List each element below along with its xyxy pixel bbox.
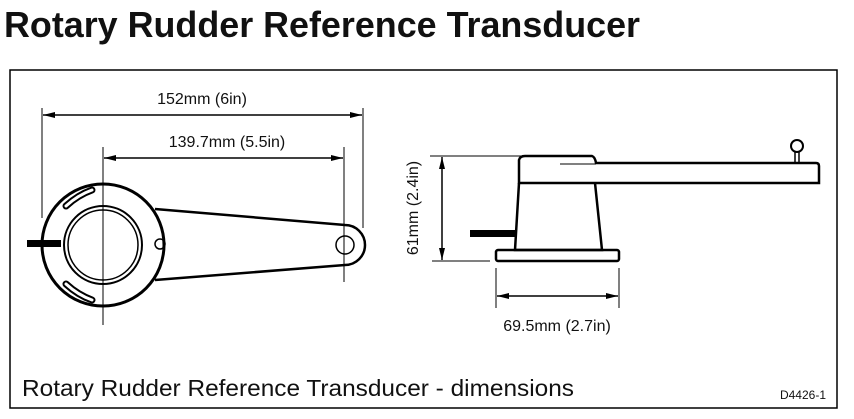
page-title: Rotary Rudder Reference Transducer <box>4 4 640 45</box>
overall-length-label: 152mm (6in) <box>157 91 247 108</box>
top-view-drawing <box>27 182 367 308</box>
cable <box>470 230 516 237</box>
cable <box>27 240 61 247</box>
side-view-dimensions: 61mm (2.4in) 69.5mm (2.7in) <box>405 155 620 335</box>
figure-caption: Rotary Rudder Reference Transducer - dim… <box>22 375 574 401</box>
base-width-label: 69.5mm (2.7in) <box>503 318 611 335</box>
figure-frame <box>9 69 838 409</box>
linkage-hole <box>335 235 355 255</box>
top-view-dimensions: 152mm (6in) 139.7mm (5.5in) <box>41 91 364 325</box>
pivot-length-label: 139.7mm (5.5in) <box>169 134 286 151</box>
height-label: 61mm (2.4in) <box>405 161 422 255</box>
mounting-hole <box>154 238 166 250</box>
ball-joint <box>790 139 804 153</box>
drawing-code: D4426-1 <box>780 388 826 402</box>
side-view-drawing <box>470 139 821 263</box>
